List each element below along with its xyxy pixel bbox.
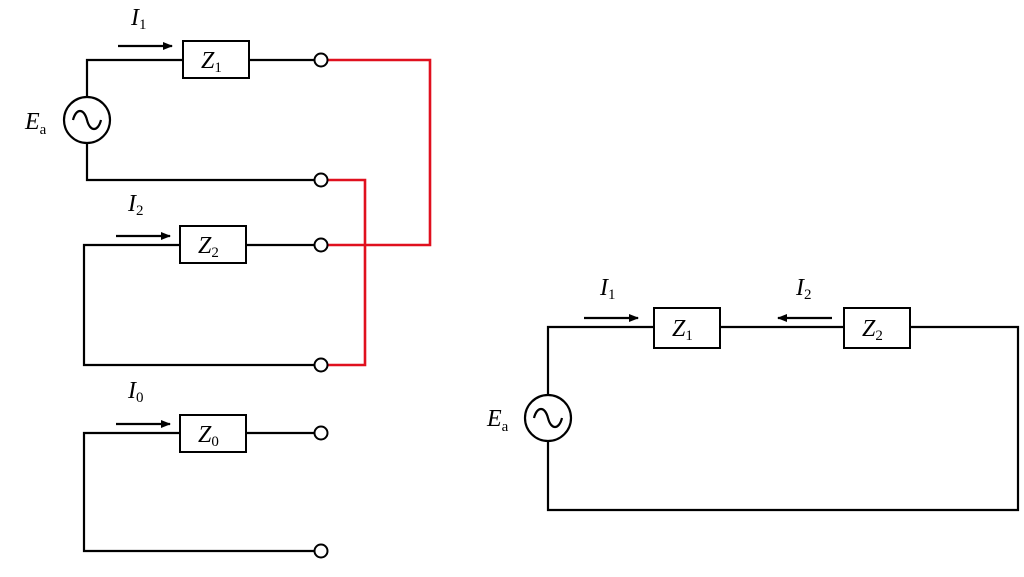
red-connection-return xyxy=(328,178,367,367)
equivalent-z2-label: Z2 xyxy=(862,316,883,344)
equivalent-right-wire xyxy=(546,325,1020,512)
impedance-z0-box xyxy=(179,414,247,453)
zero-loop-wire xyxy=(82,431,314,553)
impedance-z1-box xyxy=(182,40,250,79)
negative-loop-wire xyxy=(82,243,314,367)
terminal-negative-top xyxy=(313,237,329,253)
terminal-zero-bottom xyxy=(313,543,329,559)
impedance-z2-label: Z2 xyxy=(198,233,219,261)
equivalent-series-circuit: Z1 Z2 I1 I2 Ea xyxy=(486,275,1020,512)
positive-bottom-wire xyxy=(85,143,314,182)
current-i2-label: I2 xyxy=(127,191,144,219)
source-ea-label: Ea xyxy=(24,109,47,138)
current-i1-label: I1 xyxy=(130,5,147,33)
positive-top-wire xyxy=(85,58,183,97)
equivalent-i1-label: I1 xyxy=(599,275,616,303)
terminals xyxy=(313,52,329,559)
equivalent-loop-wire xyxy=(546,325,654,395)
ac-sine-icon xyxy=(532,407,564,429)
negative-sequence-network: Z2 I2 xyxy=(82,191,314,367)
terminal-positive-top xyxy=(313,52,329,68)
red-connection-positive-to-negative xyxy=(328,58,432,247)
equivalent-z2-box xyxy=(843,307,911,349)
impedance-z2-box xyxy=(179,225,247,264)
zero-sequence-network: Z0 I0 xyxy=(82,378,314,553)
positive-sequence-network: Z1 I1 Ea xyxy=(24,5,314,182)
equivalent-source-ea-label: Ea xyxy=(486,406,509,435)
terminal-negative-bottom xyxy=(313,357,329,373)
red-interconnections xyxy=(328,58,432,367)
terminal-positive-bottom xyxy=(313,172,329,188)
impedance-z0-label: Z0 xyxy=(198,422,219,450)
ac-sine-icon xyxy=(71,109,103,131)
impedance-z1-label: Z1 xyxy=(201,48,222,76)
equivalent-z1-label: Z1 xyxy=(672,316,693,344)
equivalent-z1-box xyxy=(653,307,721,349)
terminal-zero-top xyxy=(313,425,329,441)
current-i0-label: I0 xyxy=(127,378,144,406)
equivalent-i2-label: I2 xyxy=(795,275,812,303)
